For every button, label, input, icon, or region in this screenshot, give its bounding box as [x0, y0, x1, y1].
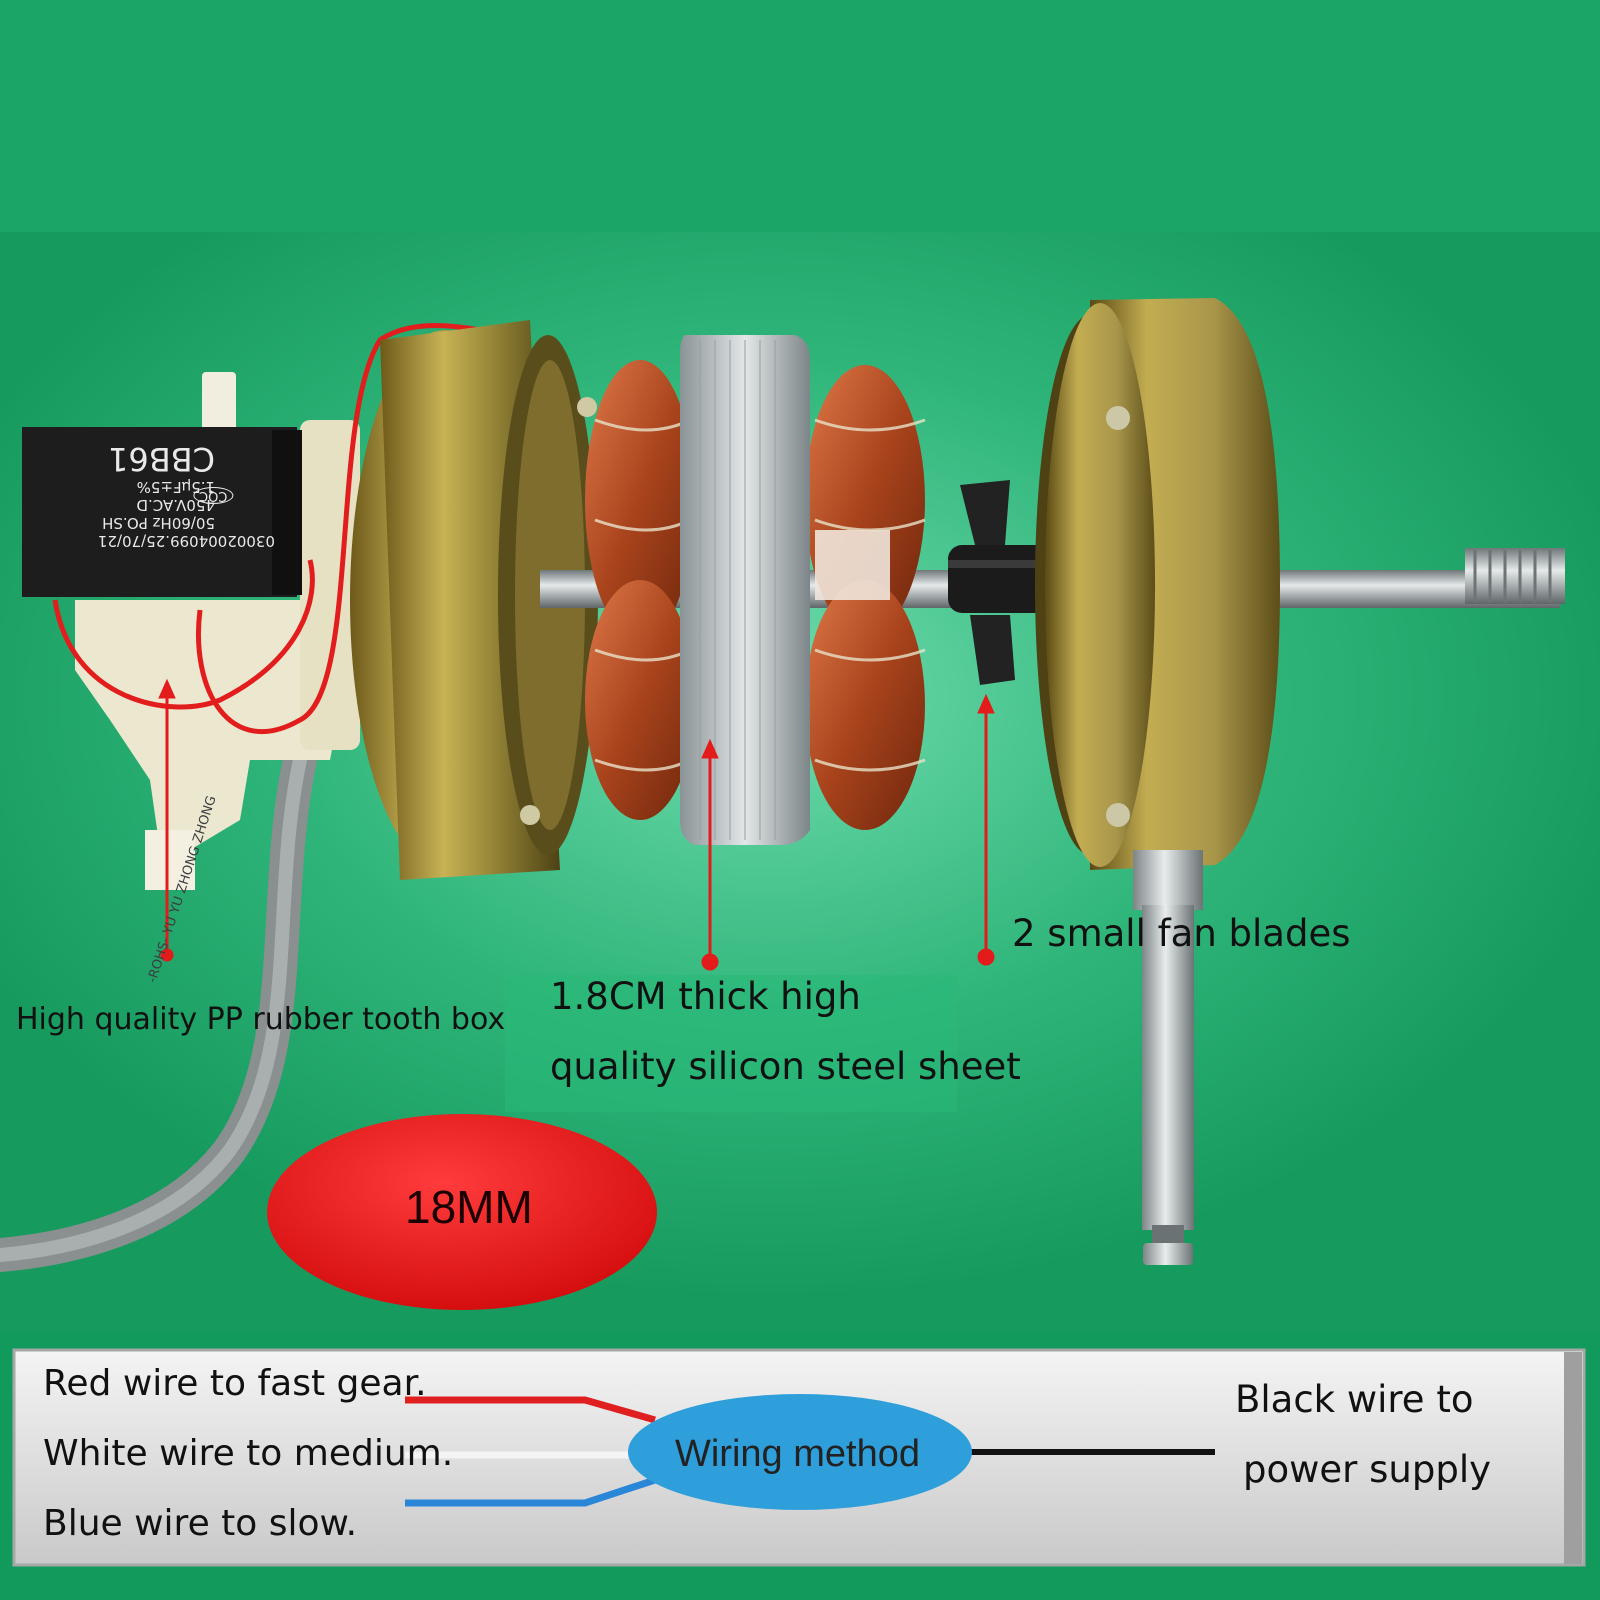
black-wire-text-line1: Black wire to: [1235, 1378, 1474, 1421]
wiring-method-text: Wiring method: [675, 1433, 920, 1475]
capacitor-capacitance: 1.5μF±5%: [136, 478, 215, 496]
blue-wire-text: Blue wire to slow.: [43, 1503, 358, 1544]
capacitor-voltage: 450V.AC.D: [136, 496, 215, 514]
vertical-shaft: [1133, 850, 1203, 1265]
capacitor-freq: 50/60Hz PO.SH: [102, 514, 215, 532]
capacitor-serial: 03002004099.25/70/21: [97, 532, 275, 550]
gearbox-caption: High quality PP rubber tooth box: [16, 1002, 506, 1037]
size-badge-oval: [267, 1114, 657, 1310]
capacitor: [22, 427, 302, 597]
capacitor-model: CBB61: [108, 440, 215, 478]
steel-caption-line1: 1.8CM thick high: [550, 975, 861, 1018]
right-end-cap: [1035, 298, 1280, 870]
steel-caption-background: [505, 975, 957, 1112]
small-fan-blades: [948, 480, 1053, 685]
fan-blades-caption: 2 small fan blades: [1012, 912, 1351, 955]
wiring-method-oval: [628, 1394, 972, 1510]
white-wire-text: White wire to medium.: [43, 1433, 454, 1474]
pointer-arrows: [158, 678, 995, 971]
size-badge-text: 18MM: [405, 1181, 533, 1233]
stator-windings: [585, 360, 926, 830]
capacitor-cert-mark: CQC: [193, 487, 234, 504]
red-wire-text: Red wire to fast gear.: [43, 1363, 427, 1404]
wiring-panel-graphic: [12, 1348, 1586, 1567]
steel-caption-line2: quality silicon steel sheet: [550, 1045, 1021, 1088]
black-wire-text-line2: power supply: [1243, 1448, 1491, 1491]
silicon-steel-stack: [680, 335, 810, 845]
capacitor-label: 03002004099.25/70/21 50/60Hz PO.SH 450V.…: [40, 440, 275, 550]
